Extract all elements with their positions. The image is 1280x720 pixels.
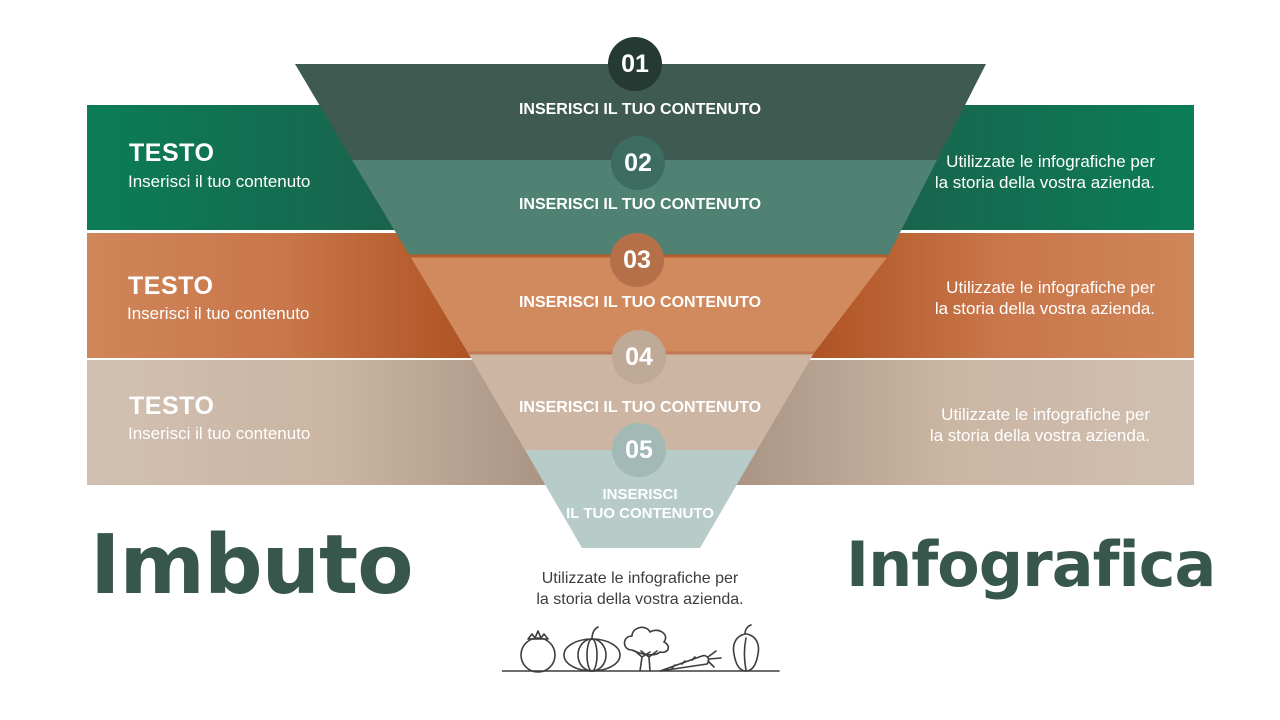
- band-2-title: TESTO: [128, 272, 214, 300]
- band-2-subtitle: Inserisci il tuo contenuto: [127, 304, 310, 323]
- pepper-icon: [732, 624, 760, 672]
- vegetables-illustration: [502, 624, 780, 673]
- band-1-description: Utilizzate le infografiche per la storia…: [934, 152, 1155, 192]
- band-1-title: TESTO: [129, 139, 215, 167]
- carrot-icon: [659, 650, 722, 672]
- funnel-segment-3: [410, 256, 888, 353]
- funnel-segment-1: [295, 64, 986, 160]
- step-number-4: 04: [612, 330, 666, 384]
- broccoli-icon: [623, 626, 670, 672]
- tomato-icon: [520, 630, 556, 673]
- band-1-subtitle: Inserisci il tuo contenuto: [128, 172, 311, 191]
- step-number-3: 03: [610, 233, 664, 287]
- band-3-subtitle: Inserisci il tuo contenuto: [128, 424, 311, 443]
- center-description: Utilizzate le infografiche per la storia…: [536, 570, 744, 608]
- step-number-5: 05: [612, 423, 666, 477]
- funnel-segment-5: [525, 450, 757, 548]
- step-label-4: INSERISCI IL TUO CONTENUTO: [518, 399, 762, 416]
- step-number-2: 02: [611, 136, 665, 190]
- step-label-2: INSERISCI IL TUO CONTENUTO: [518, 196, 762, 213]
- title-left: Imbuto: [90, 518, 414, 613]
- band-3-description: Utilizzate le infografiche per la storia…: [929, 405, 1150, 445]
- title-right: Infografica: [846, 528, 1216, 601]
- step-label-1: INSERISCI IL TUO CONTENUTO: [518, 101, 762, 118]
- step-label-3: INSERISCI IL TUO CONTENUTO: [518, 294, 762, 311]
- pumpkin-icon: [563, 626, 621, 672]
- funnel-segment-2: [352, 160, 937, 256]
- step-label-5-line2: IL TUO CONTENUTO: [566, 505, 714, 522]
- step-number-1: 01: [608, 37, 662, 91]
- step-label-5-line1: INSERISCI: [602, 486, 678, 503]
- band-3-title: TESTO: [129, 392, 215, 420]
- funnel-segment-4: [468, 353, 814, 450]
- band-2-description: Utilizzate le infografiche per la storia…: [934, 278, 1155, 318]
